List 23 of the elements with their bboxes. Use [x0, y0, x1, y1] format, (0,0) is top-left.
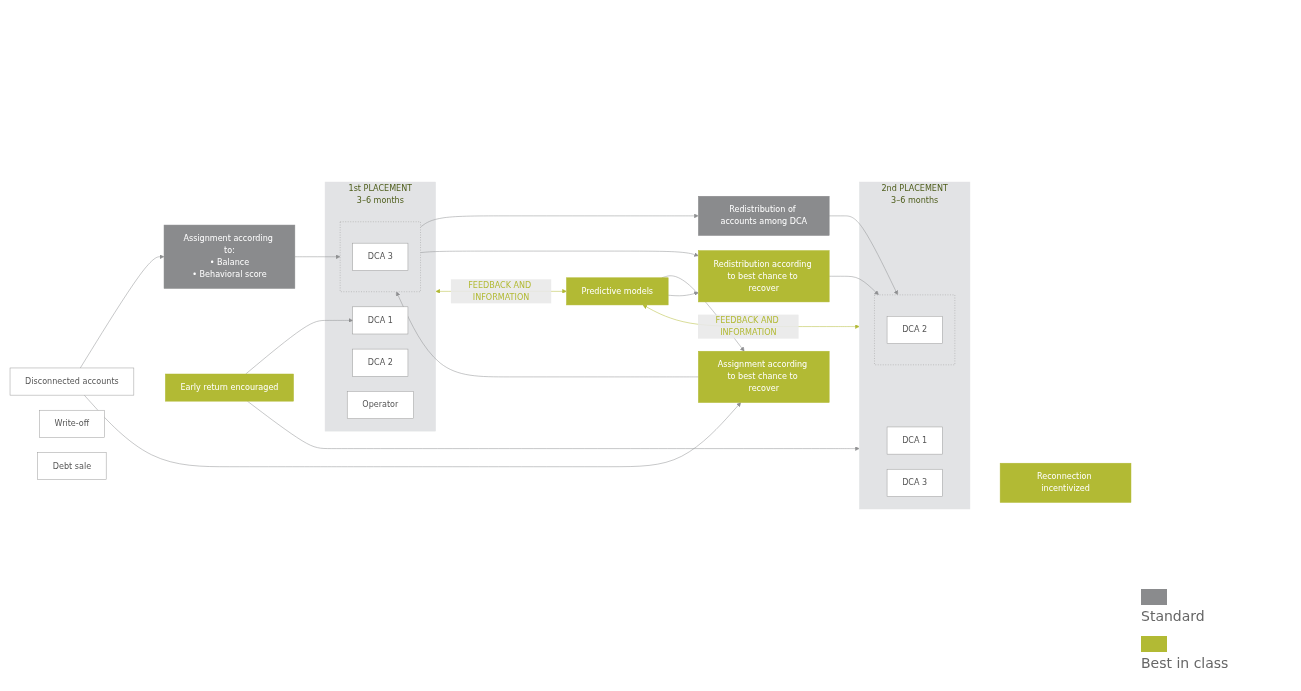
node-box: Redistribution according to best chance to recover — [698, 250, 830, 303]
node-box: Write-off — [39, 409, 105, 438]
legend-label: Best in class — [1141, 655, 1230, 671]
node-box: DCA 3 — [352, 242, 409, 271]
node-box: DCA 2 — [352, 348, 409, 377]
node-box: DCA 2 — [886, 316, 943, 344]
node-box: Assignment according to best chance to recover — [698, 350, 830, 403]
node-box: Operator — [347, 391, 414, 419]
node-box: Disconnected accounts — [9, 367, 135, 396]
node-box: Early return encouraged — [165, 373, 294, 402]
node-box: Reconnection incentivized — [999, 462, 1132, 503]
node-box: Predictive models — [566, 277, 669, 306]
node-box: DCA 3 — [886, 468, 943, 497]
cluster — [874, 294, 956, 366]
node-box: DCA 1 — [352, 306, 409, 335]
cluster — [339, 221, 421, 292]
node-box: DCA 1 — [886, 426, 943, 455]
node-box: Redistribution of accounts among DCA — [698, 196, 830, 236]
edge-label: FEEDBACK AND INFORMATION — [715, 315, 779, 338]
node-box: Assignment according to: • Balance • Behavioral score — [163, 224, 296, 289]
node-box: Debt sale — [37, 452, 107, 480]
legend-label: Standard — [1141, 608, 1206, 624]
edge-label: FEEDBACK AND INFORMATION — [468, 280, 532, 302]
